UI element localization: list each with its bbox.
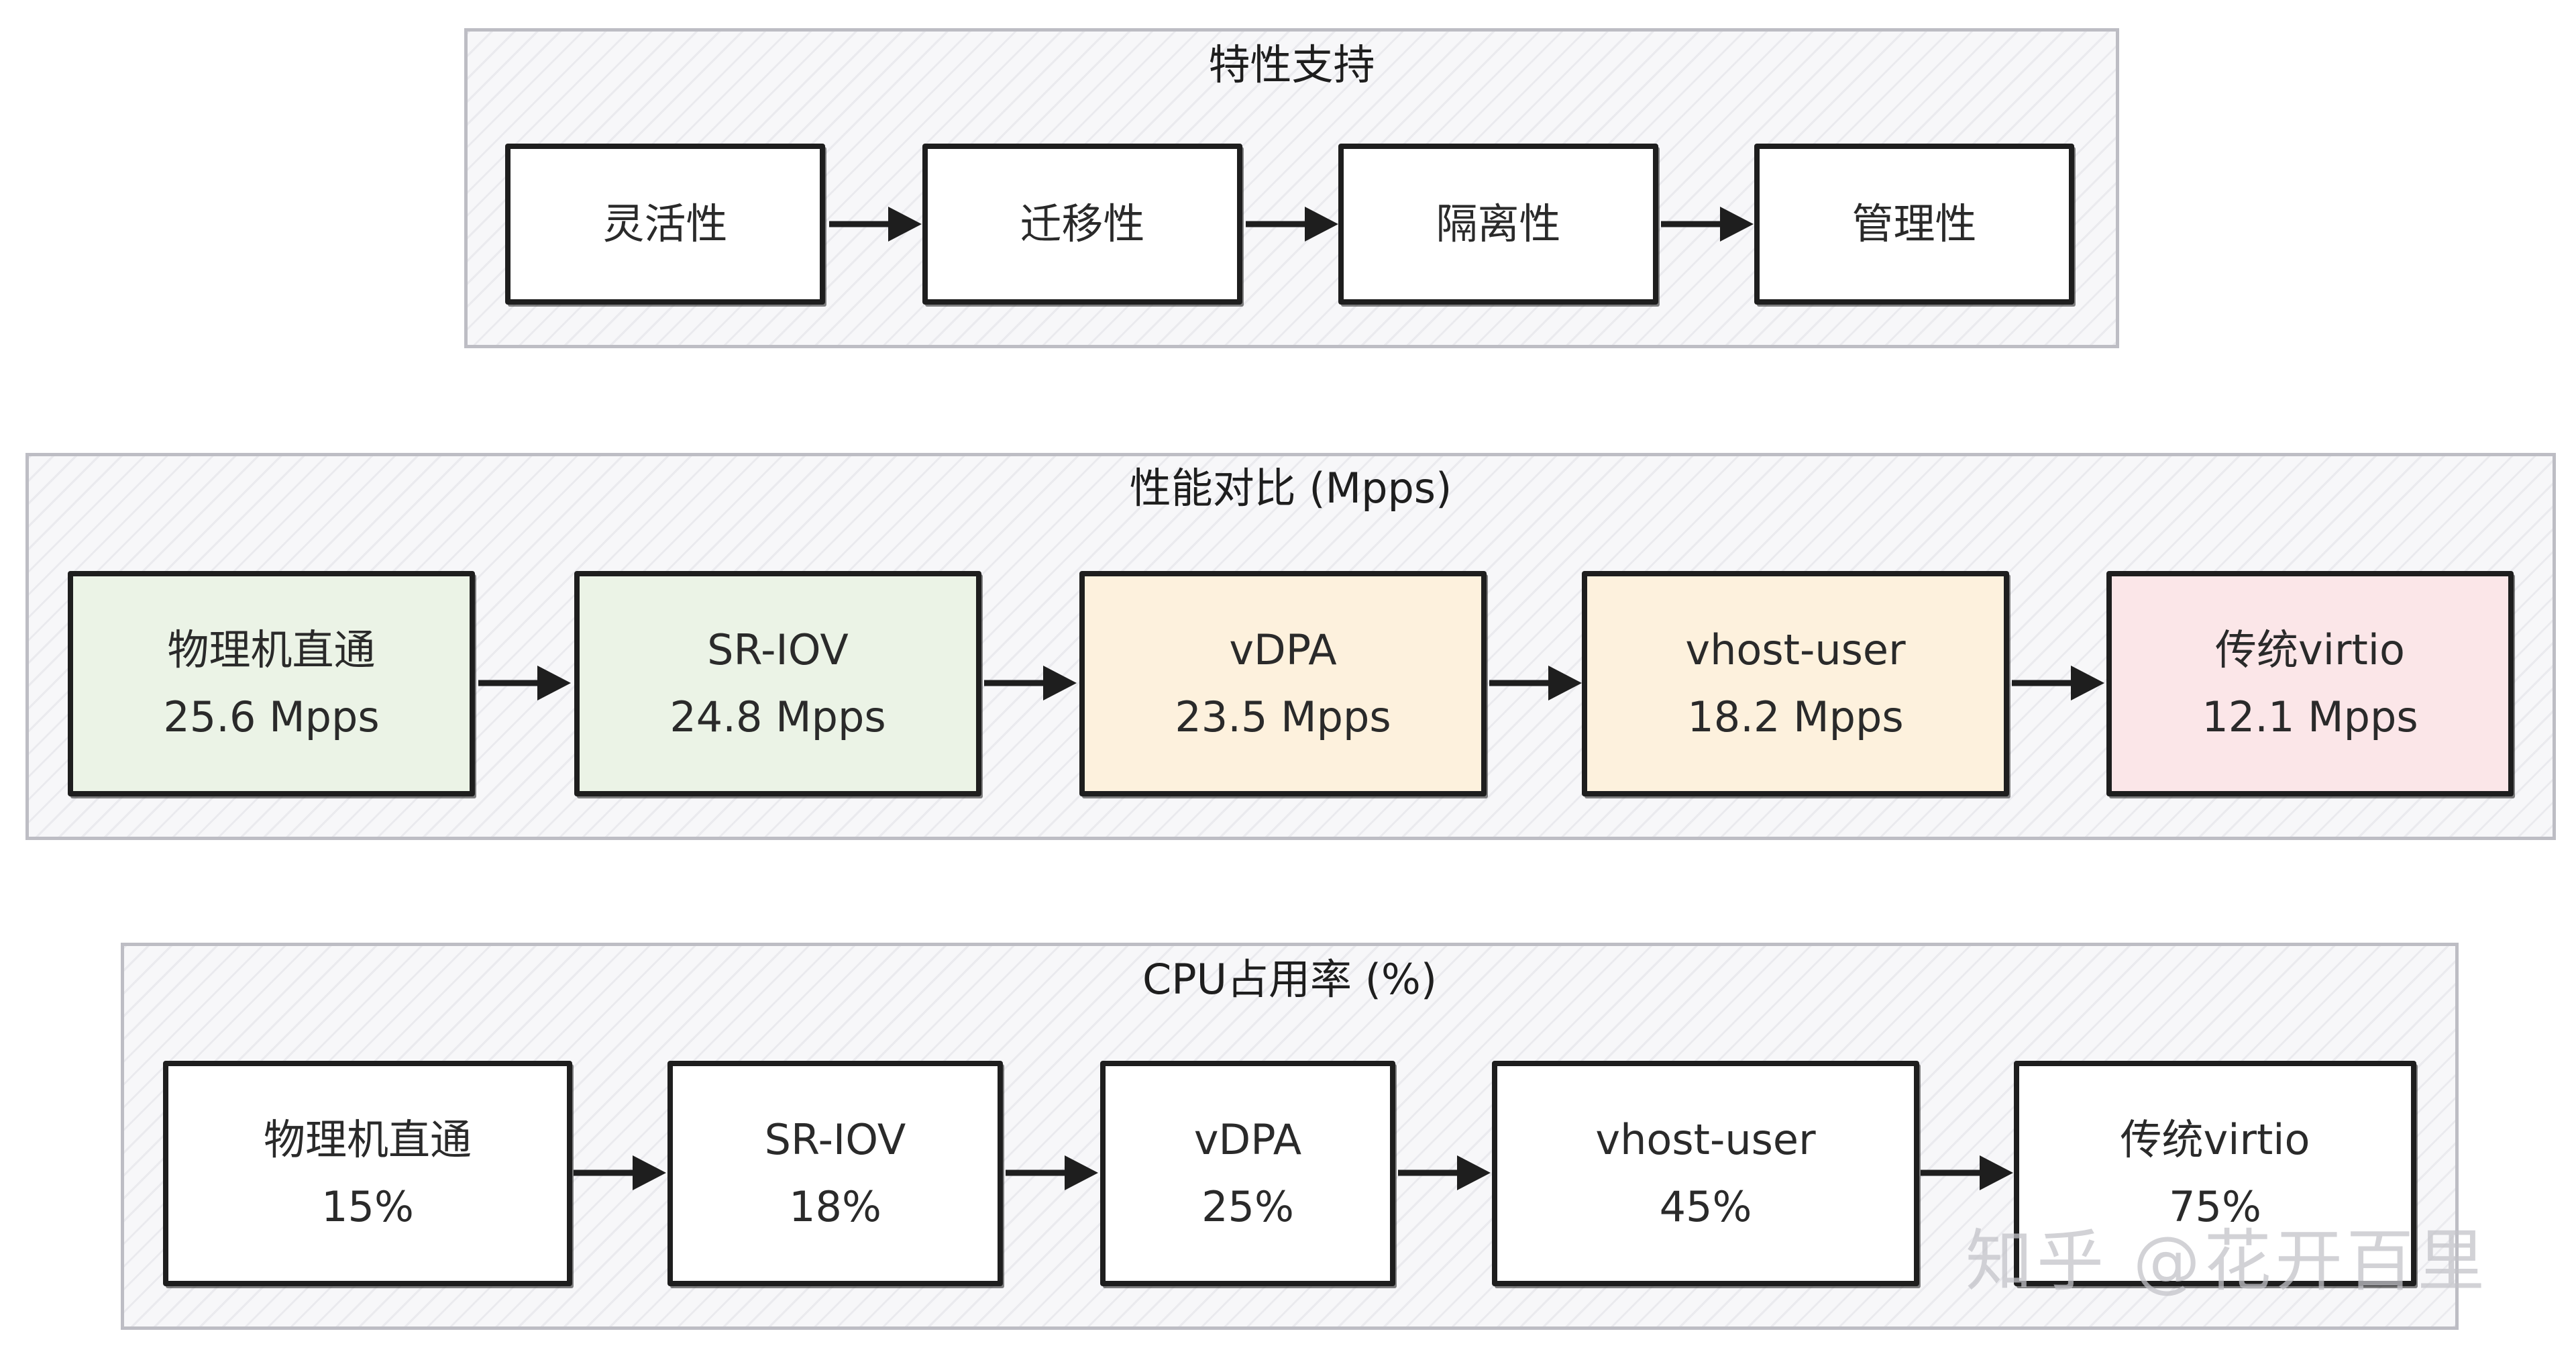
perf-node-name: SR-IOV <box>707 625 849 674</box>
perf-node-vdpa: vDPA 23.5 Mpps <box>1079 571 1487 796</box>
perf-node-name: 物理机直通 <box>167 625 376 674</box>
feature-node-label: 隔离性 <box>1436 199 1561 248</box>
feature-node-label: 迁移性 <box>1020 199 1145 248</box>
arrow-right-icon <box>984 666 1077 700</box>
perf-node-virtio: 传统virtio 12.1 Mpps <box>2106 571 2514 796</box>
perf-node-bare-metal: 物理机直通 25.6 Mpps <box>68 571 475 796</box>
cpu-node-vhost-user: vhost-user 45% <box>1492 1061 1919 1286</box>
arrow-right-icon <box>1246 207 1338 242</box>
cpu-node-sr-iov: SR-IOV 18% <box>667 1061 1003 1286</box>
arrow-right-icon <box>574 1155 666 1190</box>
cpu-node-name: 传统virtio <box>2120 1115 2310 1164</box>
perf-node-vhost-user: vhost-user 18.2 Mpps <box>1582 571 2009 796</box>
arrow-right-icon <box>1921 1155 2013 1190</box>
cpu-usage-title: CPU占用率 (%) <box>1142 955 1438 1004</box>
cpu-node-value: 18% <box>789 1182 881 1231</box>
cpu-node-value: 45% <box>1659 1182 1752 1231</box>
arrow-right-icon <box>1006 1155 1098 1190</box>
perf-node-sr-iov: SR-IOV 24.8 Mpps <box>574 571 981 796</box>
perf-node-name: vDPA <box>1229 625 1337 674</box>
cpu-node-name: vDPA <box>1193 1115 1302 1164</box>
cpu-node-name: SR-IOV <box>764 1115 906 1164</box>
cpu-node-name: vhost-user <box>1595 1115 1816 1164</box>
feature-node-isolation: 隔离性 <box>1338 144 1658 305</box>
arrow-right-icon <box>478 666 571 700</box>
feature-support-title: 特性支持 <box>1208 40 1375 89</box>
perf-node-name: vhost-user <box>1685 625 1906 674</box>
performance-comparison-title: 性能对比 (Mpps) <box>1129 464 1452 513</box>
arrow-right-icon <box>1661 207 1754 242</box>
cpu-node-value: 75% <box>2169 1182 2261 1231</box>
feature-node-migration: 迁移性 <box>922 144 1242 305</box>
cpu-node-bare-metal: 物理机直通 15% <box>163 1061 572 1286</box>
feature-node-label: 灵活性 <box>602 199 728 248</box>
arrow-right-icon <box>829 207 922 242</box>
arrow-right-icon <box>1489 666 1582 700</box>
feature-node-management: 管理性 <box>1754 144 2074 305</box>
cpu-node-virtio: 传统virtio 75% <box>2014 1061 2416 1286</box>
feature-node-label: 管理性 <box>1851 199 1977 248</box>
watermark: 知乎 @花开百里 <box>1966 1222 2489 1300</box>
arrow-right-icon <box>1398 1155 1491 1190</box>
feature-node-flexibility: 灵活性 <box>505 144 825 305</box>
cpu-node-name: 物理机直通 <box>263 1115 472 1164</box>
perf-node-value: 12.1 Mpps <box>2202 692 2418 741</box>
perf-node-name: 传统virtio <box>2215 625 2405 674</box>
perf-node-value: 23.5 Mpps <box>1175 692 1391 741</box>
cpu-node-value: 25% <box>1201 1182 1294 1231</box>
perf-node-value: 25.6 Mpps <box>163 692 380 741</box>
perf-node-value: 24.8 Mpps <box>669 692 886 741</box>
cpu-node-vdpa: vDPA 25% <box>1100 1061 1395 1286</box>
perf-node-value: 18.2 Mpps <box>1687 692 1904 741</box>
arrow-right-icon <box>2012 666 2104 700</box>
cpu-node-value: 15% <box>321 1182 414 1231</box>
